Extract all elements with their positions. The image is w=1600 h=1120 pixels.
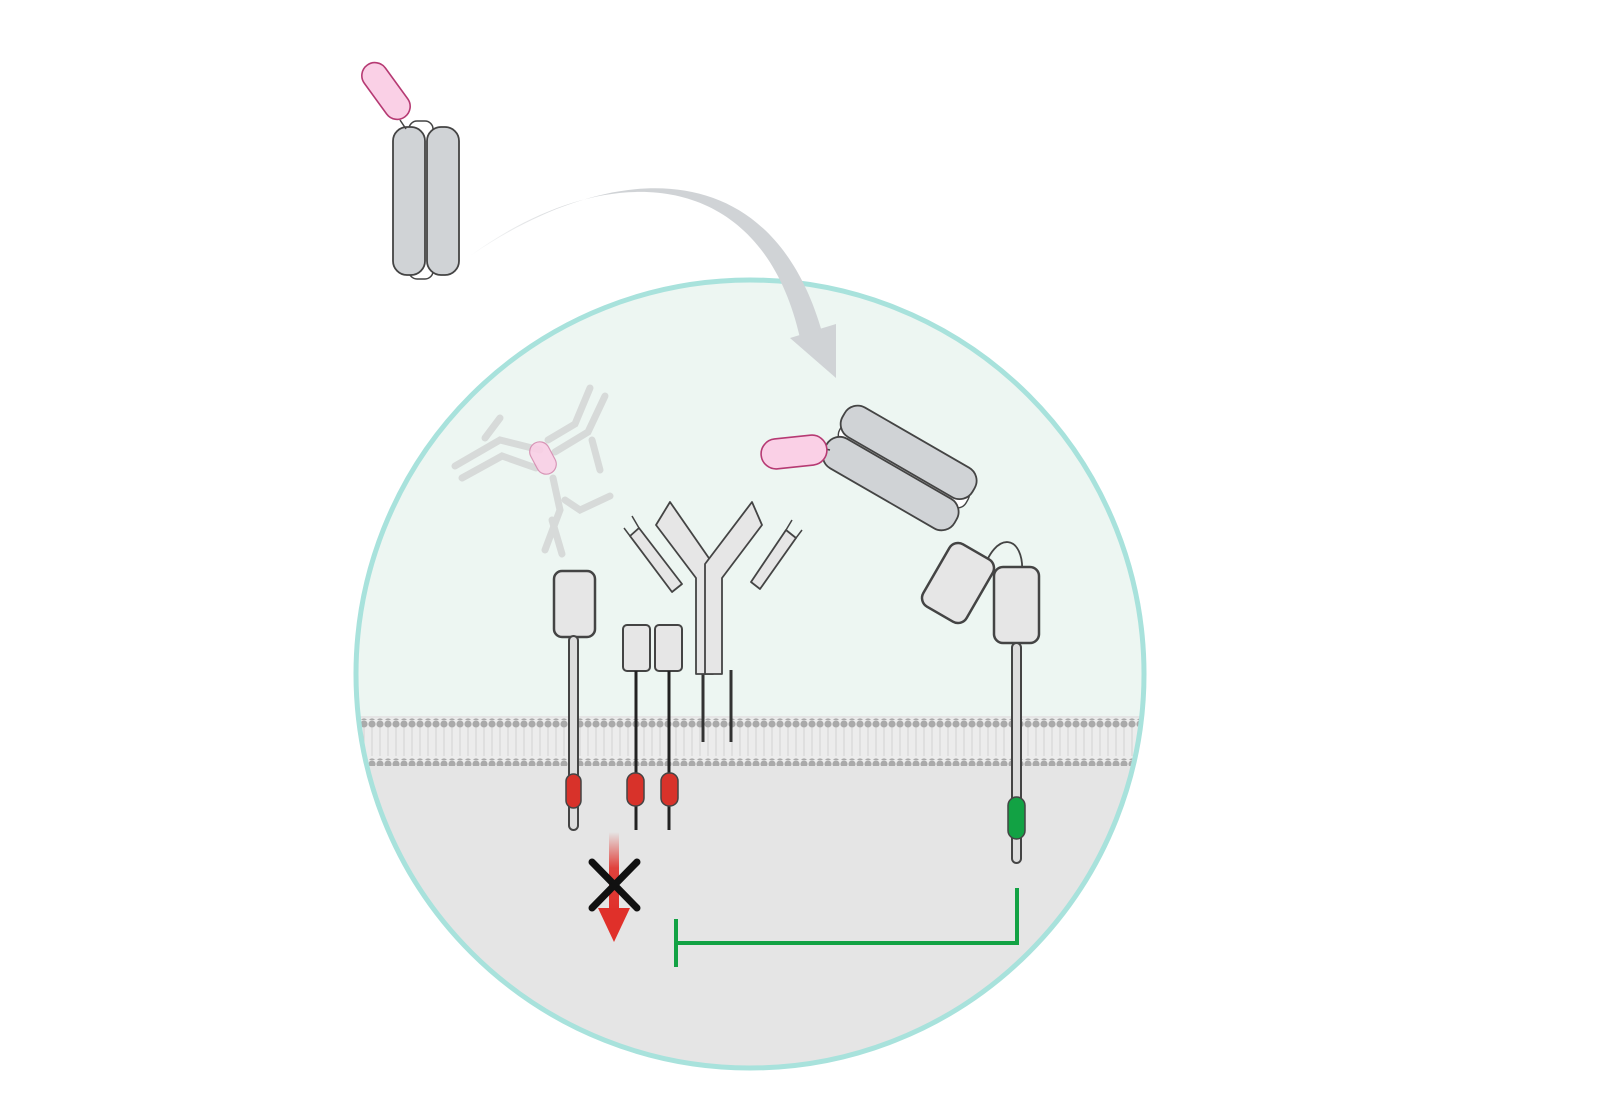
fusion-protein-domain-right <box>426 126 460 276</box>
free-fusion-protein <box>361 61 460 280</box>
receptor-ectodomain <box>552 569 597 639</box>
lipid-bilayer-membrane <box>356 718 1144 766</box>
activating-motif <box>660 772 679 807</box>
activating-motif <box>626 772 645 807</box>
ligand-pink-bound <box>529 441 557 475</box>
cytoplasm-region <box>356 716 1144 1068</box>
faded-antibody-complex <box>451 384 614 558</box>
dimeric-activating-receptor <box>622 624 683 830</box>
cell <box>353 277 1147 1071</box>
inhibitory-receptor <box>920 541 1041 864</box>
cross-mark-icon <box>588 858 641 912</box>
cell-boundary <box>353 277 1147 1071</box>
fusion-protein-domain-left <box>392 126 426 276</box>
activating-receptor <box>552 569 597 831</box>
curved-arrow-icon <box>470 188 836 378</box>
t-bar-inhibition-icon <box>674 888 1019 967</box>
ligand-pink <box>361 61 411 121</box>
fusion-protein-domain-upper <box>839 404 978 501</box>
inhibitory-receptor-ectodomain <box>992 565 1041 645</box>
inhibitory-motif <box>1007 796 1026 840</box>
bound-fusion-protein <box>760 404 978 532</box>
blocked-signal <box>588 832 641 942</box>
ligand-pink <box>760 434 828 470</box>
activating-motif <box>565 773 582 809</box>
y-shaped-receptor <box>623 501 803 742</box>
extracellular-region <box>356 280 1144 720</box>
inhibitory-receptor-domain-tilted <box>920 541 996 625</box>
